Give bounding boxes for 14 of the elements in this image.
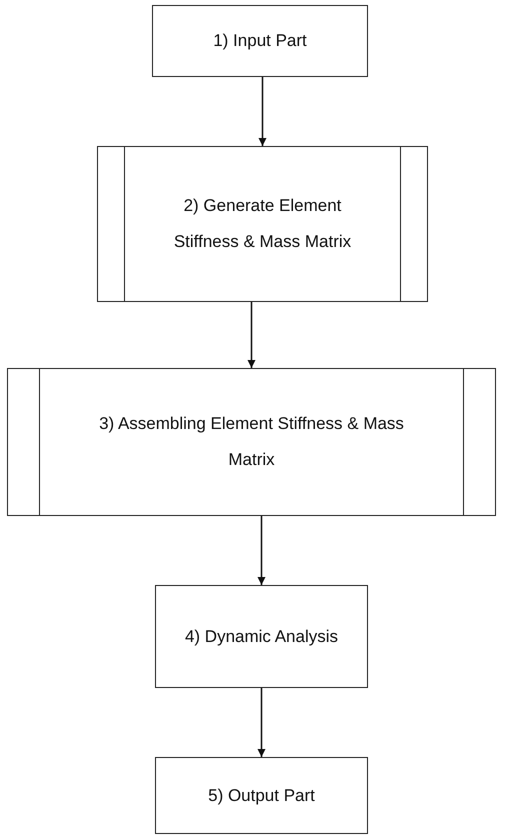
step-label: 3) Assembling Element Stiffness & Mass Matrix bbox=[98, 413, 405, 471]
arrow bbox=[258, 516, 266, 585]
predefined-process-box bbox=[97, 146, 428, 302]
step-label: 2) Generate Element Stiffness & Mass Matrix bbox=[172, 195, 352, 253]
arrow bbox=[248, 302, 256, 368]
arrow bbox=[258, 688, 266, 757]
arrow bbox=[258, 77, 266, 146]
step-label: 4) Dynamic Analysis bbox=[184, 626, 338, 648]
process-box bbox=[152, 5, 368, 77]
predefined-process-box bbox=[7, 368, 496, 516]
step-label: 5) Output Part bbox=[208, 784, 315, 807]
process-box bbox=[155, 757, 368, 834]
step-label: 1) Input Part bbox=[213, 30, 307, 52]
process-box bbox=[155, 585, 368, 688]
